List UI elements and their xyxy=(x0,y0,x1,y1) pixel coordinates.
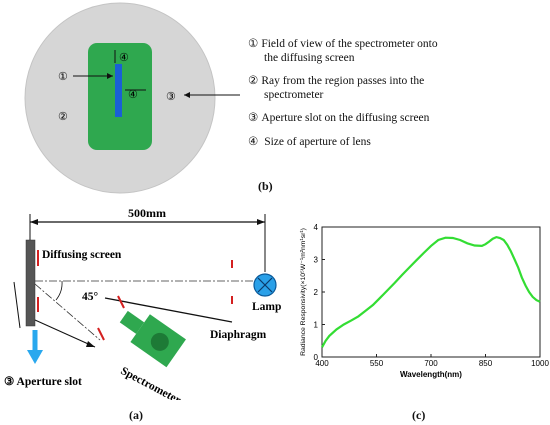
legend-text-2a: Ray from the region passes into the xyxy=(261,75,425,87)
lens-red-mark xyxy=(97,327,105,341)
y-tick-label: 3 xyxy=(314,256,319,265)
panel-a-diagram: 500mm Diffusing screen 45° Diaphragm Lam… xyxy=(4,206,281,400)
y-tick-label: 4 xyxy=(314,223,319,232)
x-tick-label: 850 xyxy=(479,359,493,368)
legend-text-1a: Field of view of the spectrometer onto xyxy=(261,38,438,50)
x-tick-label: 1000 xyxy=(531,359,549,368)
x-tick-label: 400 xyxy=(315,359,329,368)
distance-arrow-right xyxy=(257,219,265,225)
legend-num-2: ② xyxy=(248,75,259,87)
plot-frame xyxy=(321,226,541,358)
x-axis-label: Wavelength(nm) xyxy=(400,370,462,379)
legend-num-4: ④ xyxy=(248,136,259,148)
legend-text-3: Aperture slot on the diffusing screen xyxy=(261,112,430,124)
lamp-cross-2 xyxy=(257,277,273,293)
vertical-dimension-line xyxy=(13,281,21,329)
diffusing-screen-label: Diffusing screen xyxy=(42,249,122,261)
diffusing-screen xyxy=(25,239,36,327)
blue-arrow-head xyxy=(27,350,43,364)
panel-c-chart: 400 550 700 850 1000 0 1 2 3 4 Wavelength(nm) Rad… xyxy=(300,223,549,379)
panel-b-diagram: ④ ④ ① ② ③ xyxy=(24,2,240,194)
aperture-slot-label: ③ Aperture slot xyxy=(4,375,82,388)
x-tick-label: 700 xyxy=(424,359,438,368)
y-tick-label: 2 xyxy=(314,288,319,297)
legend-text-4: Size of aperture of lens xyxy=(261,136,371,148)
aperture-dimension-line xyxy=(34,319,96,348)
diaphragm-line xyxy=(104,297,233,323)
aperture-dimension-arrowhead xyxy=(86,341,95,347)
aperture-slot-shape xyxy=(115,64,122,117)
lamp-label: Lamp xyxy=(252,301,281,313)
angle-arc xyxy=(55,280,63,301)
legend-text-1b: the diffusing screen xyxy=(264,52,355,64)
angle-label: 45° xyxy=(82,291,99,303)
responsivity-curve xyxy=(321,235,541,348)
y-tick-label: 0 xyxy=(314,353,319,362)
spectrometer-label: Spectrometer xyxy=(119,365,183,400)
diaphragm-label: Diaphragm xyxy=(210,329,267,341)
marker-3: ③ xyxy=(166,91,176,103)
marker-3-arrowhead xyxy=(184,92,190,98)
marker-4-top: ④ xyxy=(119,52,129,64)
legend-item-4: ④ Size of aperture of lens xyxy=(248,135,538,149)
legend-num-1: ① xyxy=(248,38,259,50)
marker-1-arrowhead xyxy=(107,73,113,79)
distance-label: 500mm xyxy=(128,206,166,220)
panel-c-label: (c) xyxy=(412,408,426,422)
angle-line xyxy=(34,283,101,341)
x-tick-label: 550 xyxy=(370,359,384,368)
diaphragm-red-mark xyxy=(117,295,125,309)
spectrometer-body xyxy=(119,310,186,368)
legend-text-2b: spectrometer xyxy=(264,89,324,101)
panel-b-label: (b) xyxy=(258,179,273,193)
marker-2: ② xyxy=(58,111,68,123)
marker-1: ① xyxy=(58,71,68,83)
marker-4-side: ④ xyxy=(128,89,138,101)
panel-a-label: (a) xyxy=(129,408,143,422)
legend-num-3: ③ xyxy=(248,112,259,124)
distance-arrow-left xyxy=(30,219,38,225)
y-axis-label: Radiance Responsivity(×10⁵W⁻¹m²nm¹sr¹) xyxy=(300,228,307,356)
y-tick-label: 1 xyxy=(314,321,319,330)
